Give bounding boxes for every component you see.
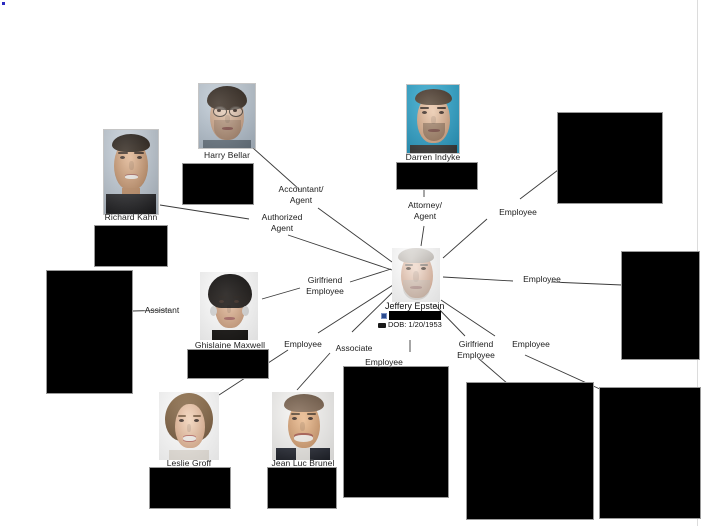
redacted-block-darren-indyke	[397, 163, 477, 189]
edge-label-authorized-agent-line2: Agent	[270, 223, 294, 233]
edge-label-attorney-agent-line2: Agent	[413, 211, 437, 221]
field-icon-1	[381, 313, 387, 319]
edge-label-girlfriend-employee-right: Girlfriend Employee	[447, 339, 505, 361]
edge-label-accountant-agent-line1: Accountant/	[278, 184, 324, 194]
subject-redacted-field	[389, 311, 441, 320]
richard-kahn-photo	[104, 130, 158, 214]
edge-label-girlfriend-employee-left: Girlfriend Employee	[297, 275, 353, 297]
ghislaine-maxwell-photo	[200, 272, 258, 340]
edge-label-attorney-agent: Attorney/ Agent	[396, 200, 454, 222]
subject-dob: DOB: 1/20/1953	[388, 320, 442, 329]
node-label-darren-indyke: Darren Indyke	[405, 152, 461, 162]
edge-label-accountant-agent-line2: Agent	[289, 195, 313, 205]
node-label-richard-kahn: Richard Kahn	[104, 212, 158, 222]
edge-label-authorized-agent-line1: Authorized	[261, 212, 303, 222]
redacted-block-harry-bellar	[183, 164, 253, 204]
darren-indyke-photo	[407, 85, 459, 153]
scan-artifact-dot	[2, 2, 5, 5]
edge-label-employee-mid-left: Employee	[284, 339, 322, 349]
jean-luc-brunel-photo	[272, 392, 334, 460]
redacted-block-leslie-groff	[150, 468, 230, 508]
redacted-node-2	[622, 252, 699, 359]
redacted-node-6	[600, 388, 700, 518]
edge-label-employee-bottom-center: Employee	[365, 357, 403, 367]
edge-label-girlfriend-employee-right-line2: Employee	[457, 350, 495, 360]
redacted-block-richard-kahn	[95, 226, 167, 266]
edge-label-girlfriend-employee-left-line1: Girlfriend	[307, 275, 343, 285]
edge-label-girlfriend-employee-left-line2: Employee	[306, 286, 344, 296]
leslie-groff-photo	[159, 392, 219, 460]
edge-label-employee-bottom-right: Employee	[512, 339, 550, 349]
edge-label-associate: Associate	[335, 343, 373, 353]
edge-label-assistant: Assistant	[144, 305, 180, 315]
edge-label-employee-right: Employee	[523, 274, 561, 284]
edge-label-attorney-agent-line1: Attorney/	[407, 200, 443, 210]
redacted-node-4	[344, 367, 448, 497]
edge-label-employee-top-right: Employee	[499, 207, 537, 217]
edge-label-authorized-agent: Authorized Agent	[246, 212, 318, 234]
redacted-node-5	[467, 383, 593, 519]
node-label-harry-bellar: Harry Bellar	[203, 150, 251, 160]
edge-label-girlfriend-employee-right-line1: Girlfriend	[458, 339, 494, 349]
node-label-ghislaine-maxwell: Ghislaine Maxwell	[194, 340, 266, 350]
edge-label-accountant-agent: Accountant/ Agent	[265, 184, 337, 206]
dob-icon	[378, 323, 386, 328]
node-label-leslie-groff: Leslie Groff	[166, 458, 212, 468]
redacted-block-jean-luc-brunel	[268, 468, 336, 508]
redacted-node-3	[47, 271, 132, 393]
subject-name: Jeffery Epstein	[385, 301, 445, 311]
redacted-node-1	[558, 113, 662, 203]
harry-bellar-photo	[199, 84, 255, 148]
jeffery-epstein-photo	[392, 248, 440, 302]
node-label-jean-luc-brunel: Jean Luc Brunel	[271, 458, 335, 468]
redacted-block-ghislaine-maxwell	[188, 350, 268, 378]
